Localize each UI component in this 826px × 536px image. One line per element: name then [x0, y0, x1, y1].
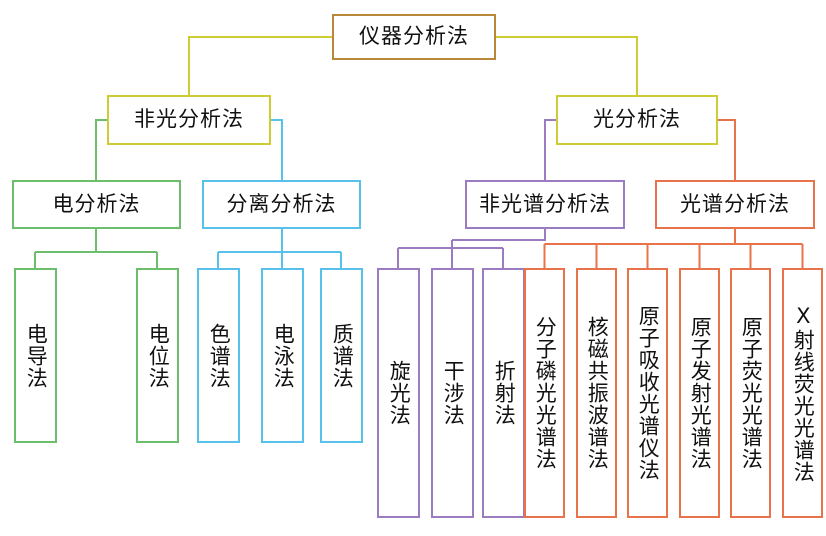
connector-feiguangpu-to-leaves	[397, 229, 546, 268]
leaf-dian-wei-fa[interactable]: 电位法	[136, 268, 179, 443]
leaf-xuan-guang-fa[interactable]: 旋光法	[377, 268, 420, 518]
connector-guang-to-feiguangpu	[544, 119, 556, 180]
leaf-dian-dao-fa[interactable]: 电导法	[14, 268, 57, 443]
leaf-x-shexian-yingguang-guangpu-fa[interactable]: X射线荧光光谱法	[782, 268, 823, 518]
leaf-hecigongzhen-bopu-fa-label: 核磁共振波谱法	[585, 316, 610, 470]
leaf-dian-yong-fa[interactable]: 电泳法	[261, 268, 304, 443]
leaf-dian-wei-fa-label: 电位法	[146, 322, 171, 389]
node-fei-guang-fenxi-label: 非光分析法	[134, 107, 244, 132]
node-fenli-fenxi-label: 分离分析法	[226, 191, 337, 216]
leaf-xuan-guang-fa-label: 旋光法	[387, 360, 412, 426]
leaf-yuanzi-fashe-guangpu-fa-label: 原子发射光谱法	[688, 316, 713, 470]
node-fei-guang-fenxi[interactable]: 非光分析法	[107, 95, 271, 145]
leaf-dian-dao-fa-label: 电导法	[24, 322, 49, 389]
connector-dianfenxi-to-leaves	[34, 229, 158, 272]
leaf-yuanzi-yingguang-guangpu-fa-label: 原子荧光光谱法	[739, 316, 764, 470]
leaf-x-shexian-yingguang-guangpu-fa-label: X射线荧光光谱法	[791, 303, 816, 483]
leaf-zhe-she-fa[interactable]: 折射法	[482, 268, 525, 518]
connector-guangpu-to-leaves	[543, 229, 804, 268]
leaf-dian-yong-fa-label: 电泳法	[271, 322, 296, 389]
node-fei-guangpu-fenxi-label: 非光谱分析法	[479, 191, 611, 216]
node-guangpu-fenxi[interactable]: 光谱分析法	[655, 180, 815, 229]
leaf-yuanzi-xishou-guangpuyi-fa-label: 原子吸收光谱仪法	[636, 305, 661, 481]
node-root[interactable]: 仪器分析法	[332, 14, 496, 60]
leaf-yuanzi-yingguang-guangpu-fa[interactable]: 原子荧光光谱法	[730, 268, 771, 518]
leaf-se-pu-fa[interactable]: 色谱法	[197, 268, 240, 443]
leaf-hecigongzhen-bopu-fa[interactable]: 核磁共振波谱法	[576, 268, 617, 518]
node-guang-fenxi[interactable]: 光分析法	[556, 95, 718, 145]
leaf-yuanzi-fashe-guangpu-fa[interactable]: 原子发射光谱法	[679, 268, 720, 518]
connector-fenli-to-leaves	[217, 229, 342, 272]
connector-feiguang-to-dianfenxi	[95, 119, 107, 180]
node-root-label: 仪器分析法	[359, 24, 469, 49]
node-fenli-fenxi[interactable]: 分离分析法	[202, 180, 361, 229]
node-dian-fenxi[interactable]: 电分析法	[12, 180, 181, 229]
node-fei-guangpu-fenxi[interactable]: 非光谱分析法	[465, 180, 625, 229]
leaf-zhe-she-fa-label: 折射法	[492, 360, 517, 426]
leaf-zhi-pu-fa-label: 质谱法	[330, 322, 355, 389]
leaf-se-pu-fa-label: 色谱法	[207, 322, 232, 389]
node-guangpu-fenxi-label: 光谱分析法	[680, 191, 790, 216]
connector-feiguang-to-fenli	[271, 119, 283, 180]
leaf-yuanzi-xishou-guangpuyi-fa[interactable]: 原子吸收光谱仪法	[627, 268, 668, 518]
leaf-fenzi-linguang-guangpu-fa[interactable]: 分子磷光光谱法	[524, 268, 565, 518]
leaf-zhi-pu-fa[interactable]: 质谱法	[320, 268, 363, 443]
node-guang-fenxi-label: 光分析法	[593, 107, 681, 132]
connector-guang-to-guangpu	[718, 119, 736, 180]
node-dian-fenxi-label: 电分析法	[52, 191, 141, 216]
leaf-fenzi-linguang-guangpu-fa-label: 分子磷光光谱法	[533, 316, 558, 470]
leaf-gan-she-fa[interactable]: 干涉法	[431, 268, 474, 518]
leaf-gan-she-fa-label: 干涉法	[441, 360, 466, 426]
